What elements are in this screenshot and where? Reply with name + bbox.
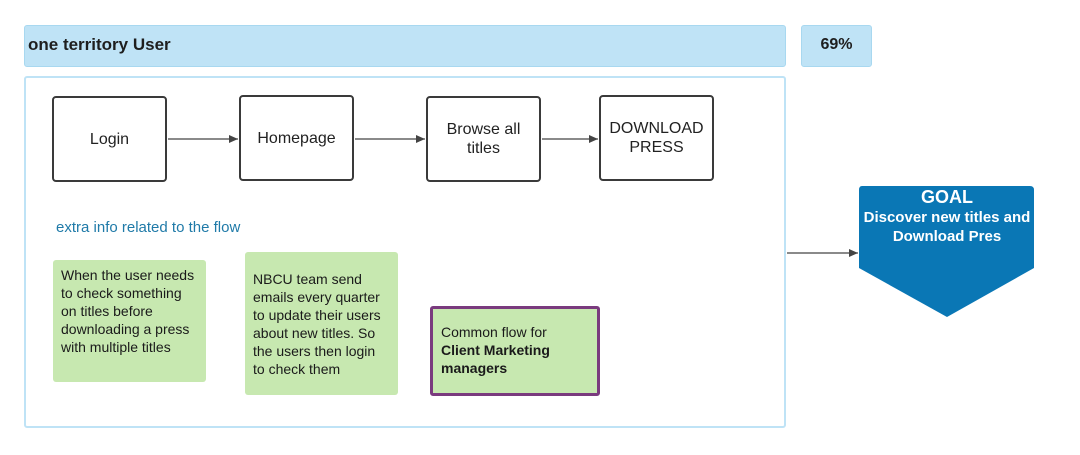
note-check-titles: When the user needs to check something o… xyxy=(53,260,206,382)
step-homepage: Homepage xyxy=(239,95,354,181)
step-login: Login xyxy=(52,96,167,182)
progress-percent: 69% xyxy=(820,36,853,53)
step-browse-label: Browse all titles xyxy=(446,121,521,157)
step-browse-all-titles: Browse all titles xyxy=(426,96,541,182)
header-bar: one territory User xyxy=(24,25,786,67)
extra-info-label: extra info related to the flow xyxy=(56,219,241,236)
step-homepage-label: Homepage xyxy=(257,129,336,147)
note-nbcu-emails-text: NBCU team send emails every quarter to u… xyxy=(253,271,381,377)
goal-description: Discover new titles and Download Pres xyxy=(863,209,1031,245)
goal-shape xyxy=(859,186,1034,317)
step-download-press: DOWNLOAD PRESS xyxy=(599,95,714,181)
note-common-flow: Common flow for Client Marketing manager… xyxy=(430,306,600,396)
note-nbcu-emails: NBCU team send emails every quarter to u… xyxy=(245,252,398,395)
goal-box: GOAL Discover new titles and Download Pr… xyxy=(859,186,1035,246)
progress-badge: 69% xyxy=(801,25,872,67)
step-login-label: Login xyxy=(89,130,130,148)
page-title: one territory User xyxy=(28,35,171,54)
goal-title: GOAL xyxy=(921,187,973,207)
note-common-flow-role: Client Marketing managers xyxy=(441,342,550,376)
note-check-titles-text: When the user needs to check something o… xyxy=(61,267,195,355)
step-download-label: DOWNLOAD PRESS xyxy=(609,120,704,156)
note-common-flow-intro: Common flow for xyxy=(441,324,547,340)
